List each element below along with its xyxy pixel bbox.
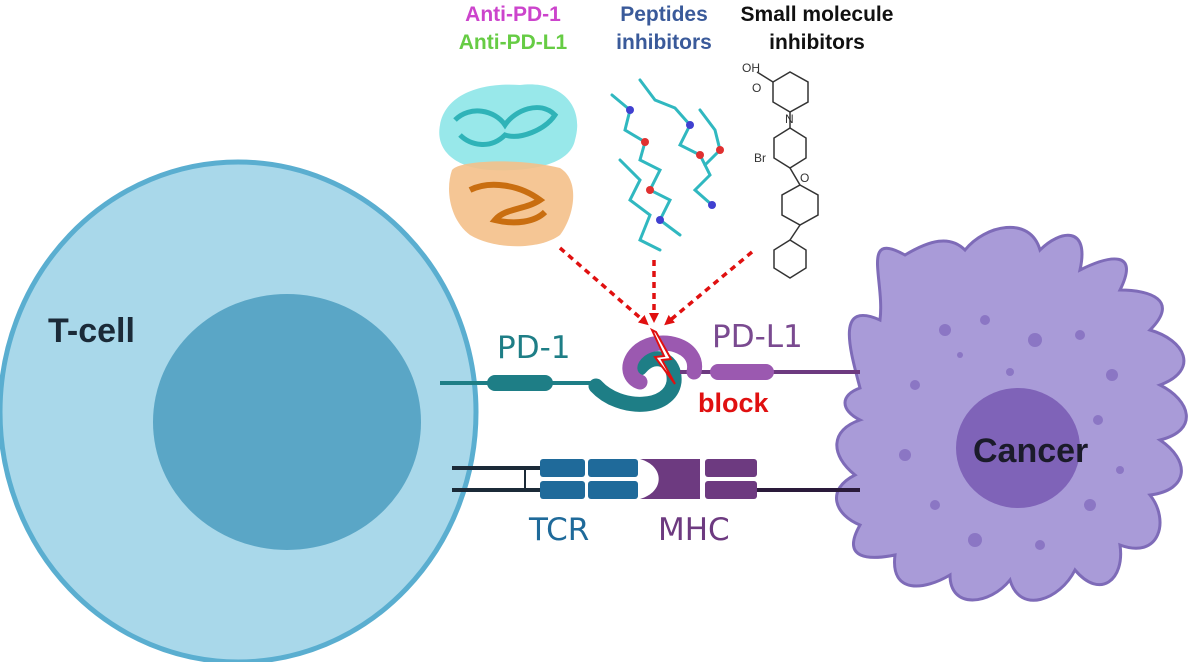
pd1-label: PD-1: [497, 330, 570, 366]
cancer-nucleus: [956, 388, 1080, 508]
ether-bond: [789, 167, 801, 186]
small-molecule-header-line2: inhibitors: [769, 31, 865, 54]
anti-pd1-ribbon: [453, 105, 559, 147]
peptide-atom-o: [641, 138, 649, 146]
vesicle: [1106, 369, 1118, 381]
tcr-beta-domain-2: [588, 481, 638, 499]
peptide-atom-o: [716, 146, 724, 154]
peptides-header-line2: inhibitors: [616, 31, 712, 54]
small-molecule-arrow: [664, 250, 754, 326]
vesicle: [1116, 466, 1124, 474]
peptide-atoms: [626, 106, 724, 224]
vesicle: [980, 315, 990, 325]
tcell: T-cell: [0, 159, 479, 662]
peptide-chain-2: [638, 78, 714, 207]
anti-pd1-surface: [439, 84, 578, 171]
vesicle: [1093, 415, 1103, 425]
peptide-atom-n: [626, 106, 634, 114]
mhc-groove: [640, 459, 700, 499]
vesicle: [939, 324, 951, 336]
peptide-atom-n: [656, 216, 664, 224]
cancer-label: Cancer: [973, 432, 1088, 470]
mhc-label: MHC: [658, 512, 730, 548]
pd1-pdl1-pathway: PD-1 PD-L1 block: [440, 319, 860, 418]
pd1-domain: [487, 375, 553, 391]
antibody-arrow: [558, 246, 649, 326]
anti-pd1-header: Anti-PD-1: [465, 3, 561, 26]
small-molecule-structure: OH O N Br O: [742, 61, 819, 279]
peptide-atom-n: [686, 121, 694, 129]
tcell-nucleus: [153, 294, 421, 550]
tcr-beta-domain-1: [540, 481, 585, 499]
carboxyl-bond: [756, 71, 774, 83]
mhc-domain-top: [705, 459, 757, 477]
tcell-label: T-cell: [48, 312, 135, 350]
vesicle: [1035, 540, 1045, 550]
tcr-alpha-domain-1: [540, 459, 585, 477]
atom-o-ether: O: [800, 171, 809, 185]
vesicle: [1075, 330, 1085, 340]
anti-pdl1-ribbon: [468, 181, 548, 226]
peptide-chain-3: [618, 158, 662, 252]
peptide-chain-1: [610, 93, 682, 237]
tcr-alpha-domain-2: [588, 459, 638, 477]
vesicle: [1028, 333, 1042, 347]
peptide-atom-n: [708, 201, 716, 209]
cancer-vesicles: [899, 315, 1124, 550]
pdl1-hook: [622, 335, 702, 390]
peptides-header-line1: Peptides: [620, 3, 708, 26]
vesicle: [957, 352, 963, 358]
vesicle: [899, 449, 911, 461]
benzene-ring-1: [773, 127, 807, 169]
atom-o-carbonyl: O: [752, 81, 761, 95]
benzene-ring-3: [773, 239, 807, 279]
antibody-structure: [439, 84, 578, 247]
atom-n: N: [785, 112, 794, 126]
inhibition-arrows: [558, 246, 754, 326]
peptide-chain-4: [698, 108, 722, 167]
atom-oh: OH: [742, 61, 760, 75]
peptide-atom-o: [646, 186, 654, 194]
vesicle: [910, 380, 920, 390]
peptide-atom-o: [696, 151, 704, 159]
tcr-label: TCR: [528, 512, 589, 548]
vesicle: [1084, 499, 1096, 511]
anti-pdl1-surface: [449, 161, 574, 247]
peptide-structure: [610, 78, 724, 252]
cancer-cell: Cancer: [835, 225, 1188, 602]
block-lightning-icon: [649, 327, 676, 385]
anti-pdl1-header: Anti-PD-L1: [459, 31, 568, 54]
atom-br: Br: [754, 151, 766, 165]
inhibitor-headers: Anti-PD-1 Anti-PD-L1 Peptides inhibitors…: [459, 3, 894, 54]
biaryl-bond: [789, 224, 801, 241]
benzene-ring-2: [781, 184, 819, 226]
piperidine-ring: [772, 71, 809, 113]
block-label: block: [698, 388, 770, 418]
vesicle: [968, 533, 982, 547]
pdl1-label: PD-L1: [712, 319, 803, 355]
tcr-mhc-pathway: TCR MHC: [452, 459, 860, 548]
small-molecule-header-line1: Small molecule: [741, 3, 894, 26]
vesicle: [1006, 368, 1014, 376]
mhc-domain-bottom: [705, 481, 757, 499]
pdl1-domain: [710, 364, 774, 380]
vesicle: [930, 500, 940, 510]
